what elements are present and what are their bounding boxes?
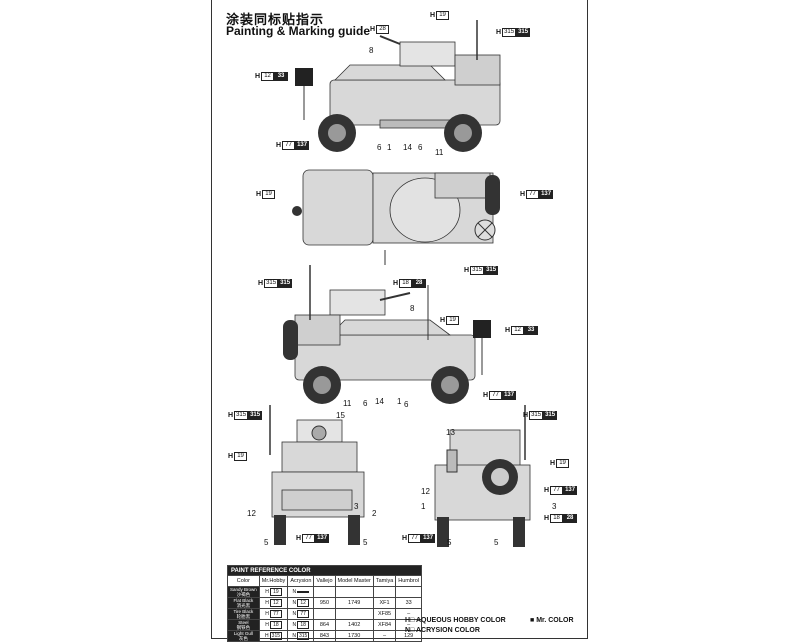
rear-view-drawing: [434, 405, 531, 547]
front-view-drawing: [269, 405, 365, 545]
part-number: 8: [410, 304, 415, 313]
side-view-left-drawing: [295, 20, 501, 152]
part-number: 1: [421, 502, 426, 511]
part-number: 12: [247, 509, 256, 518]
part-number: 11: [343, 399, 352, 408]
paint-table-title: PAINT REFERENCE COLOR: [226, 565, 423, 576]
top-view-drawing: [292, 169, 500, 265]
legend-mr-color: ■ Mr. COLOR: [530, 617, 574, 624]
part-number: 5: [363, 538, 368, 547]
col-header: Vallejo: [313, 575, 336, 587]
title-english: Painting & Marking guide: [226, 24, 371, 38]
part-number: 5: [264, 538, 269, 547]
legend-acrysion: N□ ACRYSION COLOR: [405, 627, 480, 634]
col-header: Humbrol: [395, 575, 423, 587]
col-header: Color: [227, 575, 260, 587]
part-number: 3: [354, 502, 359, 511]
col-header: Model Master: [334, 575, 374, 587]
col-header: Acrysion: [287, 575, 315, 587]
part-number: 6: [377, 143, 382, 152]
part-number: 5: [447, 538, 452, 547]
part-number: 1: [387, 143, 392, 152]
part-number: 12: [421, 487, 430, 496]
col-header: Mr.Hobby: [258, 575, 289, 587]
col-header: Tamiya: [372, 575, 397, 587]
part-number: 3: [552, 502, 557, 511]
title-chinese: 涂装同标贴指示: [226, 13, 325, 28]
part-number: 15: [336, 411, 345, 420]
part-number: 5: [494, 538, 499, 547]
part-number: 6: [418, 143, 423, 152]
part-number: 6: [363, 399, 368, 408]
part-number: 13: [446, 428, 455, 437]
part-number: 2: [372, 509, 377, 518]
side-view-right-drawing: [283, 265, 491, 404]
part-number: 8: [369, 46, 374, 55]
paint-reference-table: PAINT REFERENCE COLOR Color Mr.Hobby Acr…: [226, 565, 423, 642]
part-number: 14: [403, 143, 412, 152]
legend-aqueous: H□ AQUEOUS HOBBY COLOR: [405, 617, 506, 624]
part-number: 14: [375, 397, 384, 406]
part-number: 11: [435, 148, 444, 157]
part-number: 1: [397, 397, 402, 406]
part-number: 6: [404, 400, 409, 409]
